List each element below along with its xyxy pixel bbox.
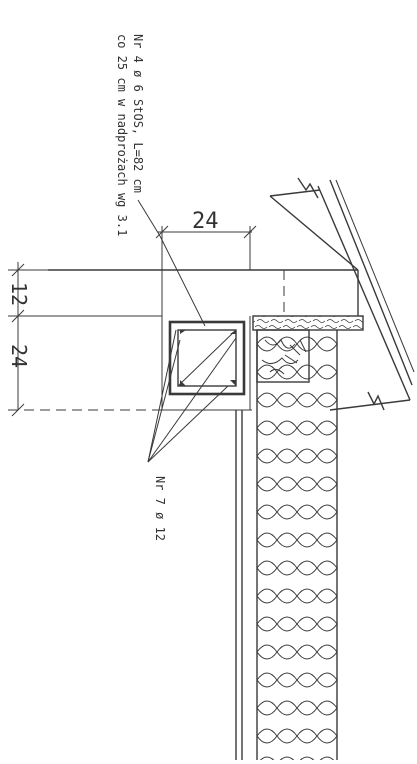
leader-stirrup <box>147 329 237 463</box>
wall-block <box>256 329 310 383</box>
wall-lines <box>161 316 252 760</box>
roof-rafter <box>48 177 415 411</box>
dim-lower-text: 24 <box>7 344 31 368</box>
wall-plate <box>252 315 364 331</box>
stirrup-label: Nr 7 ø 12 <box>153 476 167 541</box>
rebar-note-line1: Nr 4 ø 6 StOS, L=82 cm <box>131 34 145 193</box>
dimension-chain-left <box>8 262 162 417</box>
lintel-box-section <box>168 320 246 396</box>
leader-rebar-note <box>137 199 206 327</box>
dim-upper-text: 12 <box>7 282 31 306</box>
rebar-note-line2: co 25 cm w nadprożach wg 3.1 <box>115 34 129 236</box>
wall-insulation <box>256 330 338 760</box>
dimension-lintel-width <box>155 225 257 316</box>
dim-lintel-width-text: 24 <box>192 209 219 234</box>
